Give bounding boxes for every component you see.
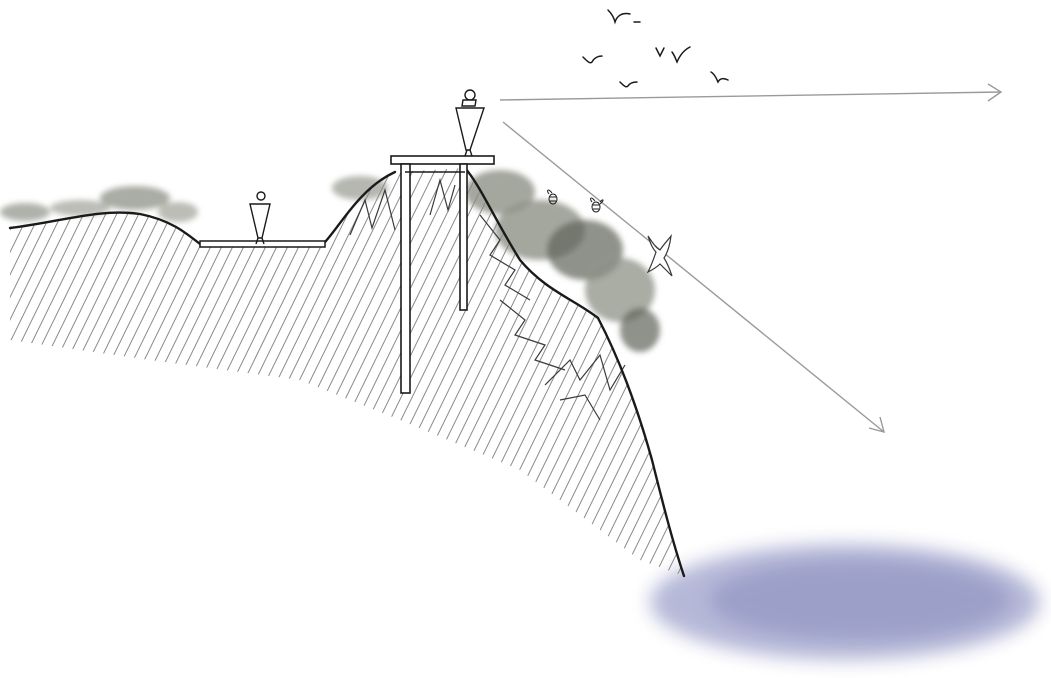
hatch-line	[676, 150, 896, 600]
hatch-line	[643, 150, 863, 600]
hatch-line	[654, 150, 874, 600]
hatch-line	[610, 150, 830, 600]
pond	[650, 544, 1040, 660]
ground-hatching	[0, 150, 940, 600]
hatch-line	[621, 150, 841, 600]
person-on-lookout-tower	[456, 90, 484, 156]
bee-icon	[591, 198, 603, 212]
hatch-line	[698, 150, 918, 600]
lower-platform	[200, 241, 325, 247]
downward-sightline-arrow	[503, 122, 884, 432]
hatch-line	[687, 150, 907, 600]
hatch-line	[709, 150, 929, 600]
person-on-lower-platform	[250, 192, 270, 244]
hatch-line	[720, 150, 940, 600]
horizontal-sightline-arrow	[500, 84, 1001, 101]
bird-flock-icon	[583, 10, 728, 87]
vegetation	[0, 170, 660, 352]
hatch-line	[599, 150, 819, 600]
hatch-line	[632, 150, 852, 600]
hatch-line	[665, 150, 885, 600]
hatch-line	[0, 150, 5, 600]
